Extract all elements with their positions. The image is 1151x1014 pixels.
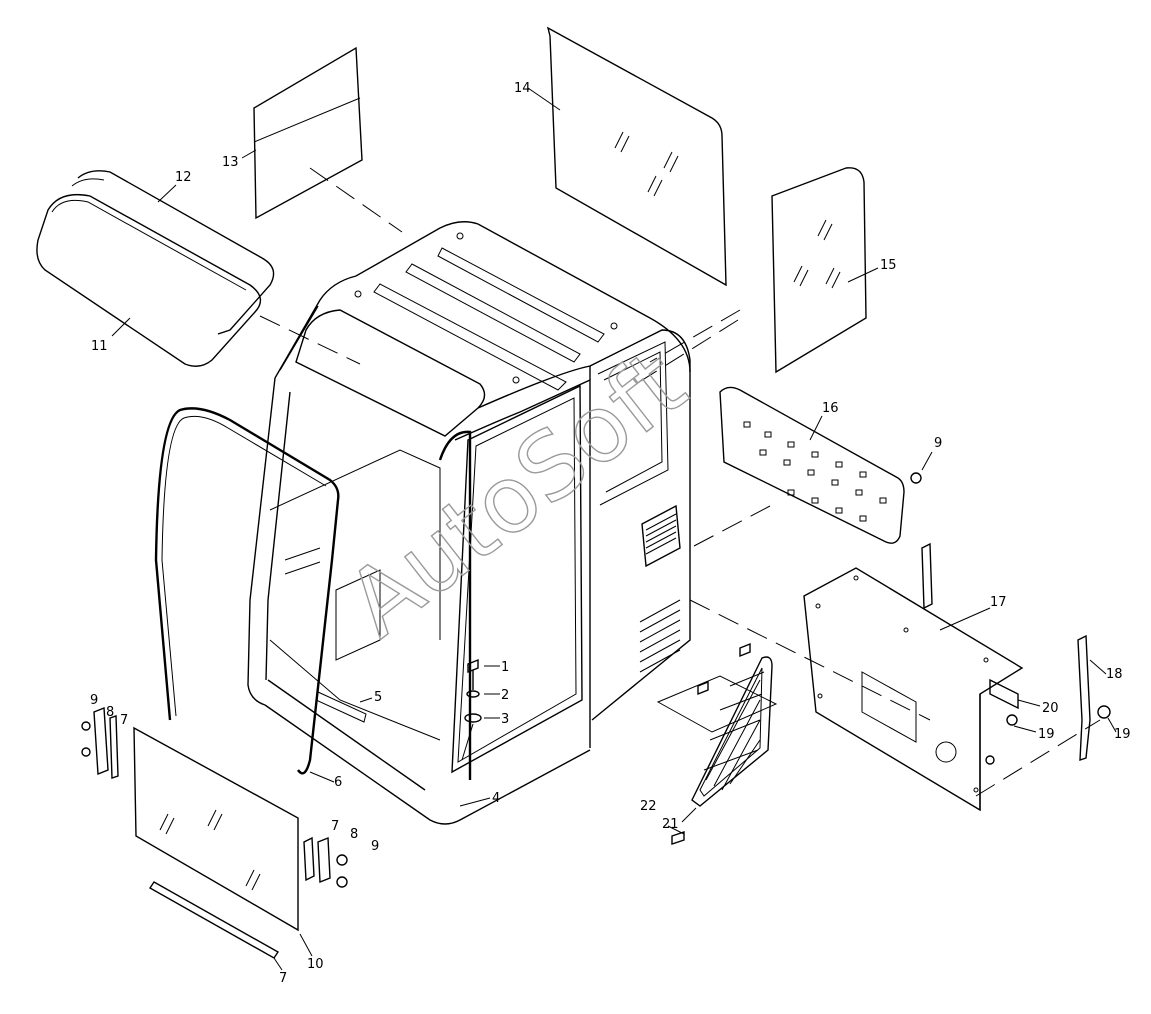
grille-plane-outline [656, 675, 778, 733]
washer-part-2 [466, 690, 480, 698]
callout-3: 3 [501, 712, 509, 727]
callout-17: 17 [990, 595, 1007, 610]
screws-part-19 [985, 705, 1111, 765]
callout-10: 10 [307, 957, 324, 972]
callout-7-right: 7 [331, 819, 339, 834]
callout-2: 2 [501, 688, 509, 703]
leader-13-dash [309, 167, 403, 233]
callout-12: 12 [175, 170, 192, 185]
leader-1-3-line [461, 723, 474, 761]
callout-16: 16 [822, 401, 839, 416]
strip-part-7-bottom [148, 881, 280, 959]
callout-18: 18 [1106, 667, 1123, 682]
callout-8-left: 8 [106, 705, 114, 720]
callout-19-a: 19 [1038, 727, 1055, 742]
callout-7-bottom: 7 [279, 971, 287, 986]
screw-part-9-panel [910, 472, 922, 484]
grille-part-21 [691, 656, 773, 807]
callout-14: 14 [514, 81, 531, 96]
side-panel-part-16 [719, 386, 905, 544]
leader-17-dash-a [689, 599, 931, 721]
callout-4: 4 [492, 791, 500, 806]
roof-pad-part-12 [71, 170, 275, 335]
leader-11-dash [259, 315, 361, 365]
strap-top-box [921, 542, 933, 610]
callout-8-right: 8 [350, 827, 358, 842]
callout-9-right: 9 [371, 839, 379, 854]
callout-21: 21 [662, 817, 679, 832]
leader-15-dash [635, 319, 739, 385]
cover-box-part-17 [803, 567, 1024, 812]
roof-pad-part-11 [36, 193, 262, 367]
screws-part-22 [671, 642, 751, 845]
windshield-part-14 [546, 26, 727, 287]
watermark-text: AutoSoft [328, 330, 705, 658]
latch-left-hardware [81, 706, 119, 779]
bracket-part-20 [989, 678, 1019, 710]
door-glass-part-10 [133, 726, 299, 932]
callout-19-b: 19 [1114, 727, 1131, 742]
callout-7-left: 7 [120, 713, 128, 728]
strap-part-18 [1077, 634, 1091, 761]
door-seal-part-6 [154, 407, 340, 775]
callout-leaders [111, 87, 1117, 971]
leader-16-dash [693, 505, 771, 547]
cab-frame-part-4 [247, 221, 691, 825]
bolt-part-1 [467, 658, 479, 690]
callout-9-left: 9 [90, 693, 98, 708]
latch-right-hardware [303, 836, 348, 888]
callout-13: 13 [222, 155, 239, 170]
callout-6: 6 [334, 775, 342, 790]
callout-22: 22 [640, 799, 657, 814]
callout-9-panel: 9 [934, 436, 942, 451]
callout-15: 15 [880, 258, 897, 273]
callout-5: 5 [374, 690, 382, 705]
leader-14-dash [649, 309, 741, 363]
callout-11: 11 [91, 339, 108, 354]
rear-panel-part-13 [253, 46, 363, 220]
callout-20: 20 [1042, 701, 1059, 716]
side-glass-part-15 [771, 167, 867, 374]
washer-part-3 [464, 713, 482, 723]
leader-17-dash-b [975, 719, 1101, 797]
callout-1: 1 [501, 660, 509, 675]
